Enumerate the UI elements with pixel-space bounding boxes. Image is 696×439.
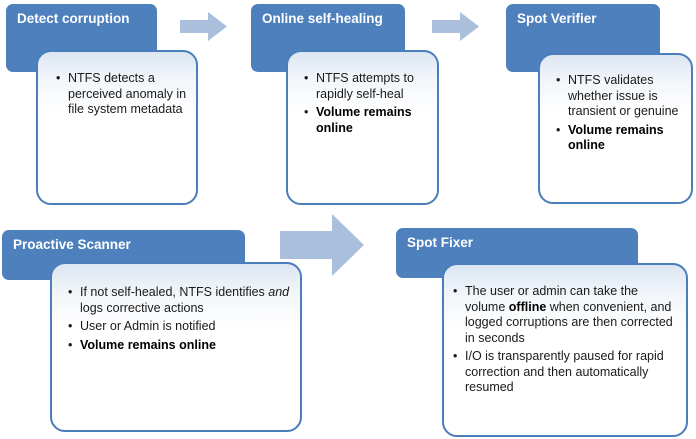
- bullet-text: Volume remains online: [80, 337, 216, 352]
- stage-content-box: NTFS attempts to rapidly self-healVolume…: [286, 50, 439, 205]
- bullet-item: NTFS validates whether issue is transien…: [556, 73, 686, 120]
- bullet-text: and: [268, 285, 290, 299]
- bullet-item: NTFS attempts to rapidly self-heal: [304, 71, 432, 102]
- bullet-text: The user or admin can take the volume: [465, 284, 639, 314]
- bullet-item: If not self-healed, NTFS identifies and …: [68, 285, 292, 316]
- bullet-text: If not self-healed, NTFS identifies: [80, 285, 269, 299]
- bullet-text: NTFS detects a perceived anomaly in file…: [68, 71, 187, 116]
- bullet-text: Volume remains online: [316, 105, 412, 135]
- bullet-text: User or Admin is notified: [80, 319, 216, 333]
- stage-bullet-list: NTFS detects a perceived anomaly in file…: [56, 71, 190, 118]
- bullet-item: User or Admin is notified: [68, 319, 292, 335]
- arrow-right-icon: [180, 12, 227, 41]
- bullet-item: Volume remains online: [68, 338, 292, 354]
- arrow-right-icon: [280, 214, 364, 276]
- stage-bullet-list: NTFS attempts to rapidly self-healVolume…: [304, 71, 432, 136]
- bullet-item: The user or admin can take the volume of…: [453, 284, 680, 346]
- stage-content-box: If not self-healed, NTFS identifies and …: [50, 262, 302, 432]
- arrow-right-icon: [432, 12, 479, 41]
- stage-content-box: The user or admin can take the volume of…: [442, 263, 688, 437]
- stage-bullet-list: The user or admin can take the volume of…: [453, 284, 680, 396]
- bullet-text: NTFS validates whether issue is transien…: [568, 73, 679, 118]
- bullet-item: NTFS detects a perceived anomaly in file…: [56, 71, 190, 118]
- bullet-item: Volume remains online: [556, 123, 686, 154]
- bullet-text: logs corrective actions: [80, 300, 204, 315]
- bullet-text: offline: [508, 299, 547, 314]
- stage-bullet-list: If not self-healed, NTFS identifies and …: [68, 285, 292, 353]
- bullet-item: Volume remains online: [304, 105, 432, 136]
- stage-content-box: NTFS validates whether issue is transien…: [538, 53, 693, 204]
- bullet-text: when convenient, and logged corruptions …: [465, 299, 673, 345]
- bullet-text: NTFS attempts to rapidly self-heal: [316, 71, 414, 101]
- bullet-text: I/O is transparently paused for rapid co…: [465, 349, 664, 394]
- bullet-text: Volume remains online: [568, 122, 664, 153]
- stage-bullet-list: NTFS validates whether issue is transien…: [556, 73, 686, 154]
- stage-content-box: NTFS detects a perceived anomaly in file…: [36, 50, 198, 205]
- bullet-item: I/O is transparently paused for rapid co…: [453, 349, 680, 396]
